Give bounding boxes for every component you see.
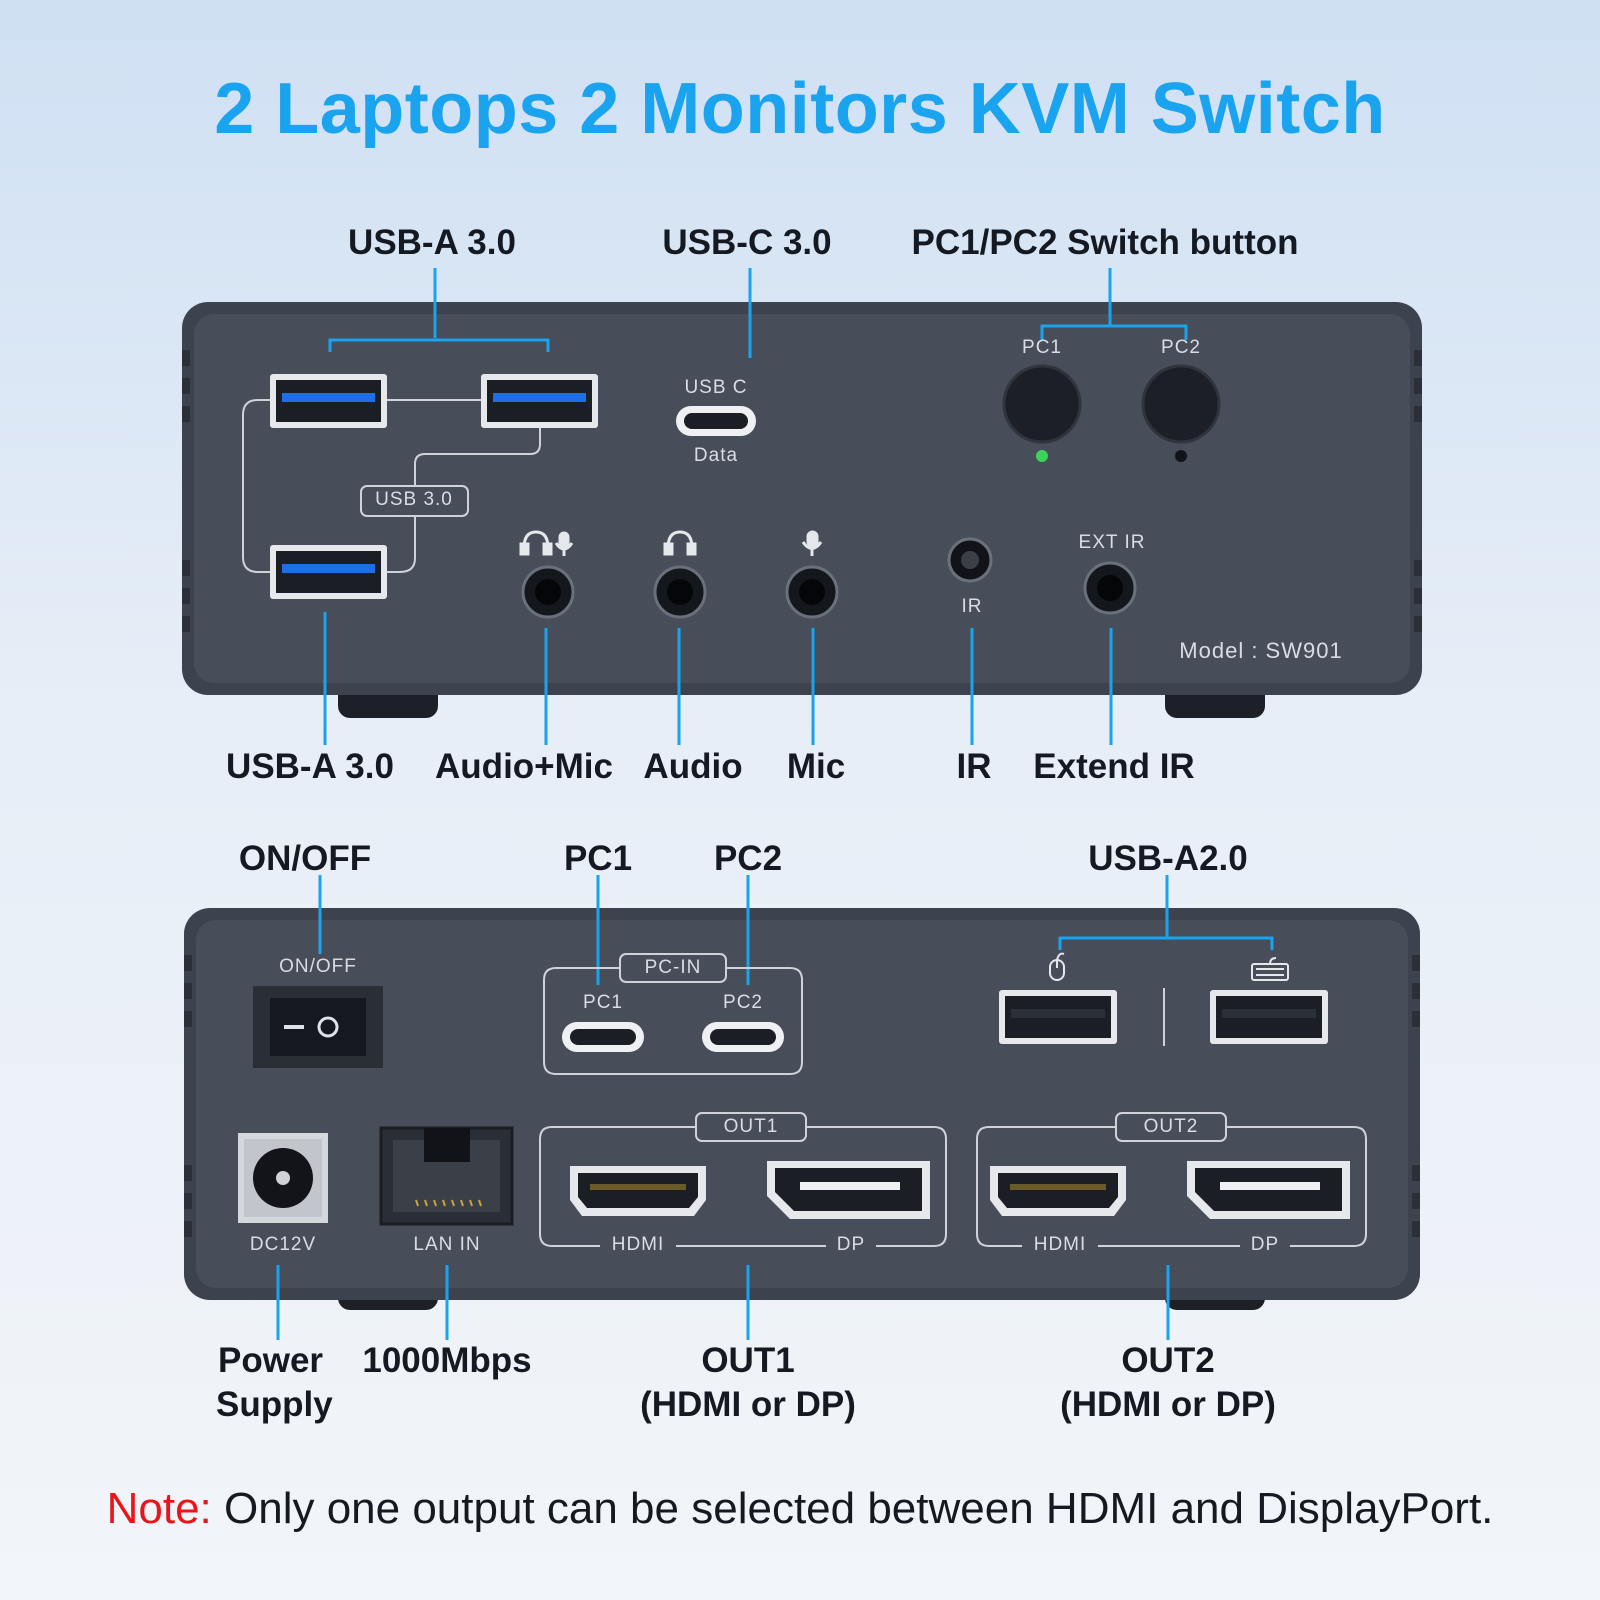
page-title: 2 Laptops 2 Monitors KVM Switch — [214, 69, 1386, 149]
ir-sensor — [947, 537, 993, 583]
printed-out2-dp: DP — [1250, 1234, 1280, 1255]
callout-extend-ir: Extend IR — [1033, 747, 1195, 786]
printed-model: Model : SW901 — [1179, 638, 1343, 663]
callout-mic: Mic — [786, 747, 846, 786]
usb30-badge-frame — [360, 485, 469, 517]
note-text: Only one output can be selected between … — [211, 1484, 1494, 1533]
callout-out2-line1: OUT2 — [1121, 1341, 1215, 1380]
printed-usb30: USB 3.0 — [375, 489, 453, 510]
callout-out2-line2: (HDMI or DP) — [1060, 1385, 1276, 1424]
callout-power-line1: Power — [218, 1341, 324, 1380]
mouse-icon — [1049, 952, 1065, 981]
usb-a2-port-keyboard — [1210, 990, 1328, 1044]
callout-pc2: PC2 — [713, 839, 783, 878]
printed-out2-hdmi: HDMI — [1033, 1234, 1087, 1255]
callout-switch-button: PC1/PC2 Switch button — [911, 223, 1299, 262]
callout-usb-a-top: USB-A 3.0 — [348, 223, 516, 262]
note-prefix: Note: — [106, 1484, 212, 1533]
out1-hdmi-port — [570, 1166, 706, 1216]
printed-data: Data — [693, 445, 739, 466]
printed-pc1: PC1 — [1022, 337, 1062, 358]
note: Note: Only one output can be selected be… — [0, 1484, 1600, 1534]
callout-usb-a-bottom: USB-A 3.0 — [226, 747, 394, 786]
pc1-button — [1002, 364, 1082, 444]
printed-usb-c: USB C — [684, 377, 748, 398]
audio-mic-jack — [521, 565, 575, 619]
out2-dp-port — [1187, 1161, 1350, 1219]
callout-on-off: ON/OFF — [238, 839, 372, 878]
printed-dc12v: DC12V — [249, 1234, 317, 1255]
callout-usb-a2: USB-A2.0 — [1088, 839, 1248, 878]
headphone-icon — [663, 530, 697, 556]
printed-rear-pc1: PC1 — [583, 992, 623, 1013]
printed-out2: OUT2 — [1143, 1116, 1199, 1137]
printed-out1-dp: DP — [836, 1234, 866, 1255]
callout-audio-mic: Audio+Mic — [435, 747, 613, 786]
printed-lan-in: LAN IN — [413, 1234, 481, 1255]
printed-on-off: ON/OFF — [279, 956, 357, 977]
callout-out1-line1: OUT1 — [701, 1341, 795, 1380]
out2-hdmi-port — [990, 1166, 1126, 1216]
keyboard-icon — [1251, 957, 1289, 981]
printed-ir: IR — [961, 596, 983, 617]
pc1-led — [1036, 450, 1048, 462]
callout-out1-line2: (HDMI or DP) — [640, 1385, 856, 1424]
callout-power-line2: Supply — [216, 1385, 333, 1424]
callout-audio: Audio — [643, 747, 743, 786]
printed-out1-hdmi: HDMI — [611, 1234, 665, 1255]
audio-jack — [653, 565, 707, 619]
callout-pc1: PC1 — [563, 839, 633, 878]
callout-lan: 1000Mbps — [362, 1341, 532, 1380]
printed-pc2: PC2 — [1161, 337, 1201, 358]
usb-a-port-1 — [270, 374, 387, 428]
usb-a-port-3 — [270, 545, 387, 599]
printed-rear-pc2: PC2 — [723, 992, 763, 1013]
usb-a2-port-mouse — [999, 990, 1117, 1044]
pc2-led — [1175, 450, 1187, 462]
pc2-button — [1141, 364, 1221, 444]
microphone-icon — [801, 530, 823, 556]
ext-ir-jack — [1083, 561, 1137, 615]
usb-a-port-2 — [481, 374, 598, 428]
mic-jack — [785, 565, 839, 619]
out1-dp-port — [767, 1161, 930, 1219]
printed-pc-in: PC-IN — [644, 957, 702, 978]
headset-mic-icon — [519, 530, 574, 556]
printed-out1: OUT1 — [723, 1116, 779, 1137]
callout-usb-c: USB-C 3.0 — [662, 223, 832, 262]
printed-ext-ir: EXT IR — [1078, 532, 1146, 553]
callout-ir: IR — [956, 747, 992, 786]
